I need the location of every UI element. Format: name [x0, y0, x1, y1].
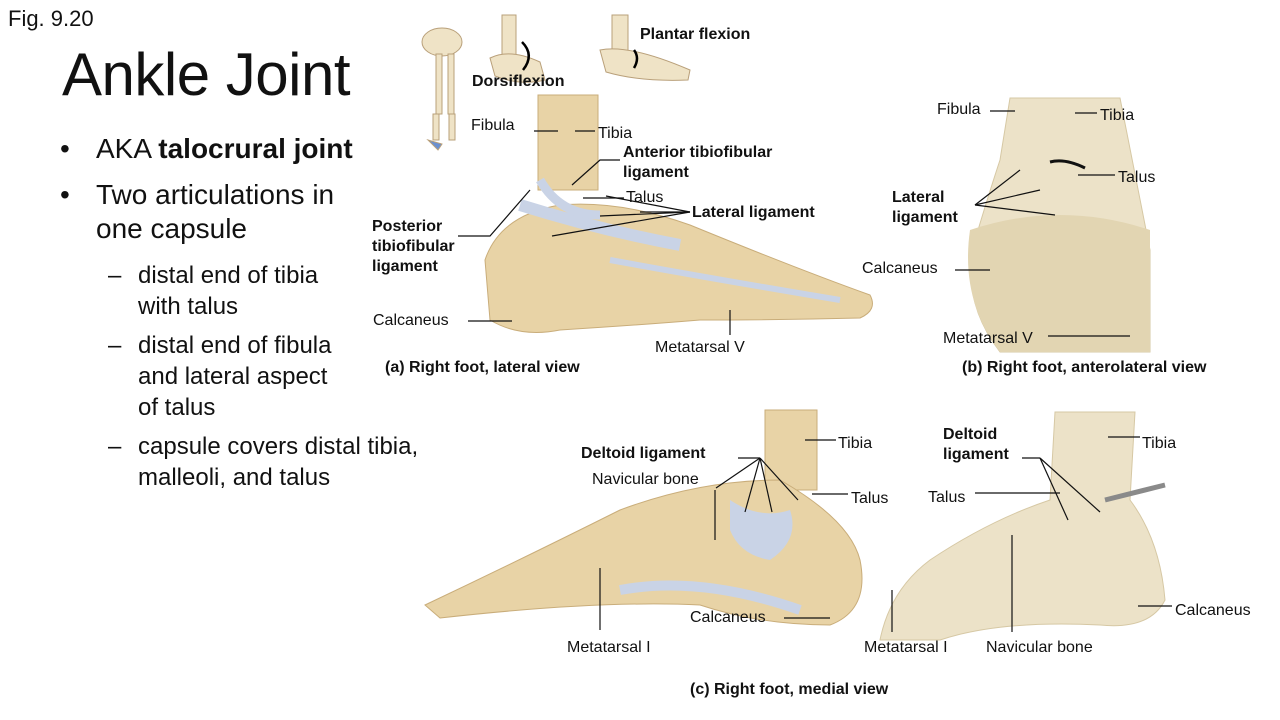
b-tibia-label: Tibia [1100, 107, 1135, 124]
subbullet-dash: – [108, 433, 122, 460]
d-calcaneus-label: Calcaneus [1175, 602, 1251, 619]
d-tibia-label: Tibia [1142, 435, 1177, 452]
d-deltoid-ligament-label: Deltoid ligament [943, 425, 1009, 465]
a-lateral-ligament-label: Lateral ligament [692, 204, 815, 221]
a-tibia-label: Tibia [598, 125, 633, 142]
b-fibula-label: Fibula [937, 101, 981, 118]
leader-lines [458, 110, 1172, 632]
a-calcaneus-label: Calcaneus [373, 312, 449, 329]
subbullet-line: distal end of tibia [138, 262, 319, 289]
b-lateral-ligament-label: Lateral ligament [892, 188, 958, 228]
subbullet-capsule: – capsule covers distal tibia, malleoli,… [108, 431, 419, 493]
subbullet-dash: – [108, 262, 122, 289]
plantar-flexion-label: Plantar flexion [640, 26, 751, 43]
subbullet-line: and lateral aspect [138, 363, 328, 390]
subbullet-line: capsule covers distal tibia, [138, 433, 419, 460]
label-line: ligament [943, 446, 1009, 463]
figure-label: Fig. 9.20 [8, 6, 94, 31]
panel-c-foot-illustration [424, 409, 863, 626]
plantar-flexion-foot [599, 14, 691, 81]
label-line: ligament [892, 209, 958, 226]
c-caption: (c) Right foot, medial view [690, 681, 889, 698]
c-deltoid-ligament-label: Deltoid ligament [581, 445, 706, 462]
subbullet-line: malleoli, and talus [138, 464, 331, 491]
panel-a-foot-illustration [484, 94, 873, 333]
a-fibula-label: Fibula [471, 117, 515, 134]
subbullet-dash: – [108, 332, 122, 359]
bullet-line: Two articulations in [96, 179, 335, 210]
bullet-bold-text: talocrural joint [158, 133, 353, 164]
subbullet-line: distal end of fibula [138, 332, 332, 359]
label-line: ligament [372, 258, 438, 275]
b-calcaneus-label: Calcaneus [862, 260, 938, 277]
c-talus-label: Talus [851, 490, 889, 507]
label-line: ligament [623, 164, 689, 181]
label-line: tibiofibular [372, 238, 455, 255]
subbullet-tibia: – distal end of tibia with talus [108, 260, 319, 322]
bullet-aka: • AKA talocrural joint [60, 132, 353, 166]
c-metatarsal-i-label: Metatarsal I [567, 639, 651, 656]
panel-d-specimen-photo [879, 411, 1166, 641]
d-navicular-label: Navicular bone [986, 639, 1093, 656]
a-caption: (a) Right foot, lateral view [385, 359, 580, 376]
a-posterior-tibiofibular-label: Posterior tibiofibular ligament [372, 217, 455, 277]
b-caption: (b) Right foot, anterolateral view [962, 359, 1207, 376]
bullet-dot: • [60, 133, 70, 164]
c-navicular-label: Navicular bone [592, 471, 699, 488]
d-talus-label: Talus [928, 489, 966, 506]
a-metatarsal-v-label: Metatarsal V [655, 339, 745, 356]
bullet-line: one capsule [96, 213, 248, 244]
label-line: Posterior [372, 218, 443, 235]
d-metatarsal-i-label: Metatarsal I [864, 639, 948, 656]
skeleton-thumbnail [421, 27, 463, 151]
bullet-text: AKA [96, 133, 159, 164]
a-talus-label: Talus [626, 189, 664, 206]
dorsiflexion-foot [489, 14, 546, 83]
label-line: Anterior tibiofibular [623, 144, 773, 161]
bullet-dot: • [60, 179, 70, 210]
subbullet-fibula: – distal end of fibula and lateral aspec… [108, 330, 332, 423]
subbullet-line: of talus [138, 394, 216, 421]
label-line: Deltoid [943, 426, 998, 443]
b-metatarsal-v-label: Metatarsal V [943, 330, 1033, 347]
b-talus-label: Talus [1118, 169, 1156, 186]
c-tibia-label: Tibia [838, 435, 873, 452]
a-anterior-tibiofibular-label: Anterior tibiofibular ligament [623, 143, 772, 183]
subbullet-line: with talus [138, 293, 239, 320]
dorsiflexion-label: Dorsiflexion [472, 73, 565, 90]
slide-title: Ankle Joint [62, 41, 351, 108]
panel-b-specimen-photo [968, 97, 1151, 353]
bullet-articulations: • Two articulations in one capsule [60, 178, 335, 246]
label-line: Lateral [892, 189, 945, 206]
c-calcaneus-label: Calcaneus [690, 609, 766, 626]
